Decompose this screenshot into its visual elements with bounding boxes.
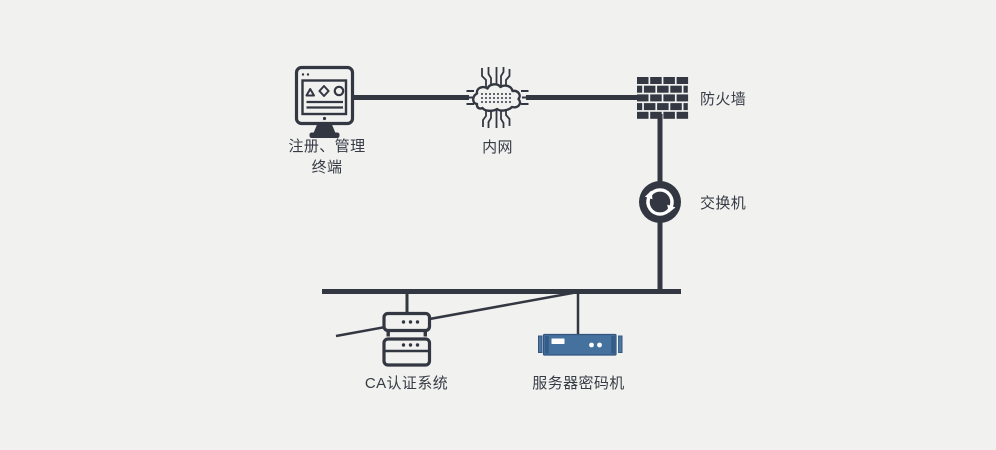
side-pins xyxy=(466,90,529,105)
terminal-label-line2: 终端 xyxy=(311,159,343,176)
circle-glyph xyxy=(333,85,345,97)
terminal-label: 注册、管理 终端 xyxy=(257,136,397,178)
intranet-label: 内网 xyxy=(482,139,513,156)
ca-system-label: CA认证系统 xyxy=(364,375,449,392)
chip-dot-grid xyxy=(481,93,513,103)
connector-lines xyxy=(322,95,681,338)
connector-bus-cipher xyxy=(335,290,579,338)
triangle-glyph xyxy=(305,88,315,97)
terminal-label-line1: 注册、管理 xyxy=(288,138,366,155)
desktop-terminal-icon xyxy=(294,65,355,138)
brick-wall-icon xyxy=(637,77,689,119)
server-stack-icon xyxy=(382,311,432,367)
sync-arrows-icon xyxy=(639,181,681,223)
bottom-traces xyxy=(482,107,511,128)
diamond-glyph xyxy=(318,85,330,97)
cipher-server-label: 服务器密码机 xyxy=(532,375,625,392)
top-traces xyxy=(481,67,511,89)
firewall-label: 防火墙 xyxy=(700,91,747,108)
switch-label: 交换机 xyxy=(700,195,747,212)
circuit-network-icon xyxy=(466,67,529,128)
rack-server-icon xyxy=(538,333,623,356)
